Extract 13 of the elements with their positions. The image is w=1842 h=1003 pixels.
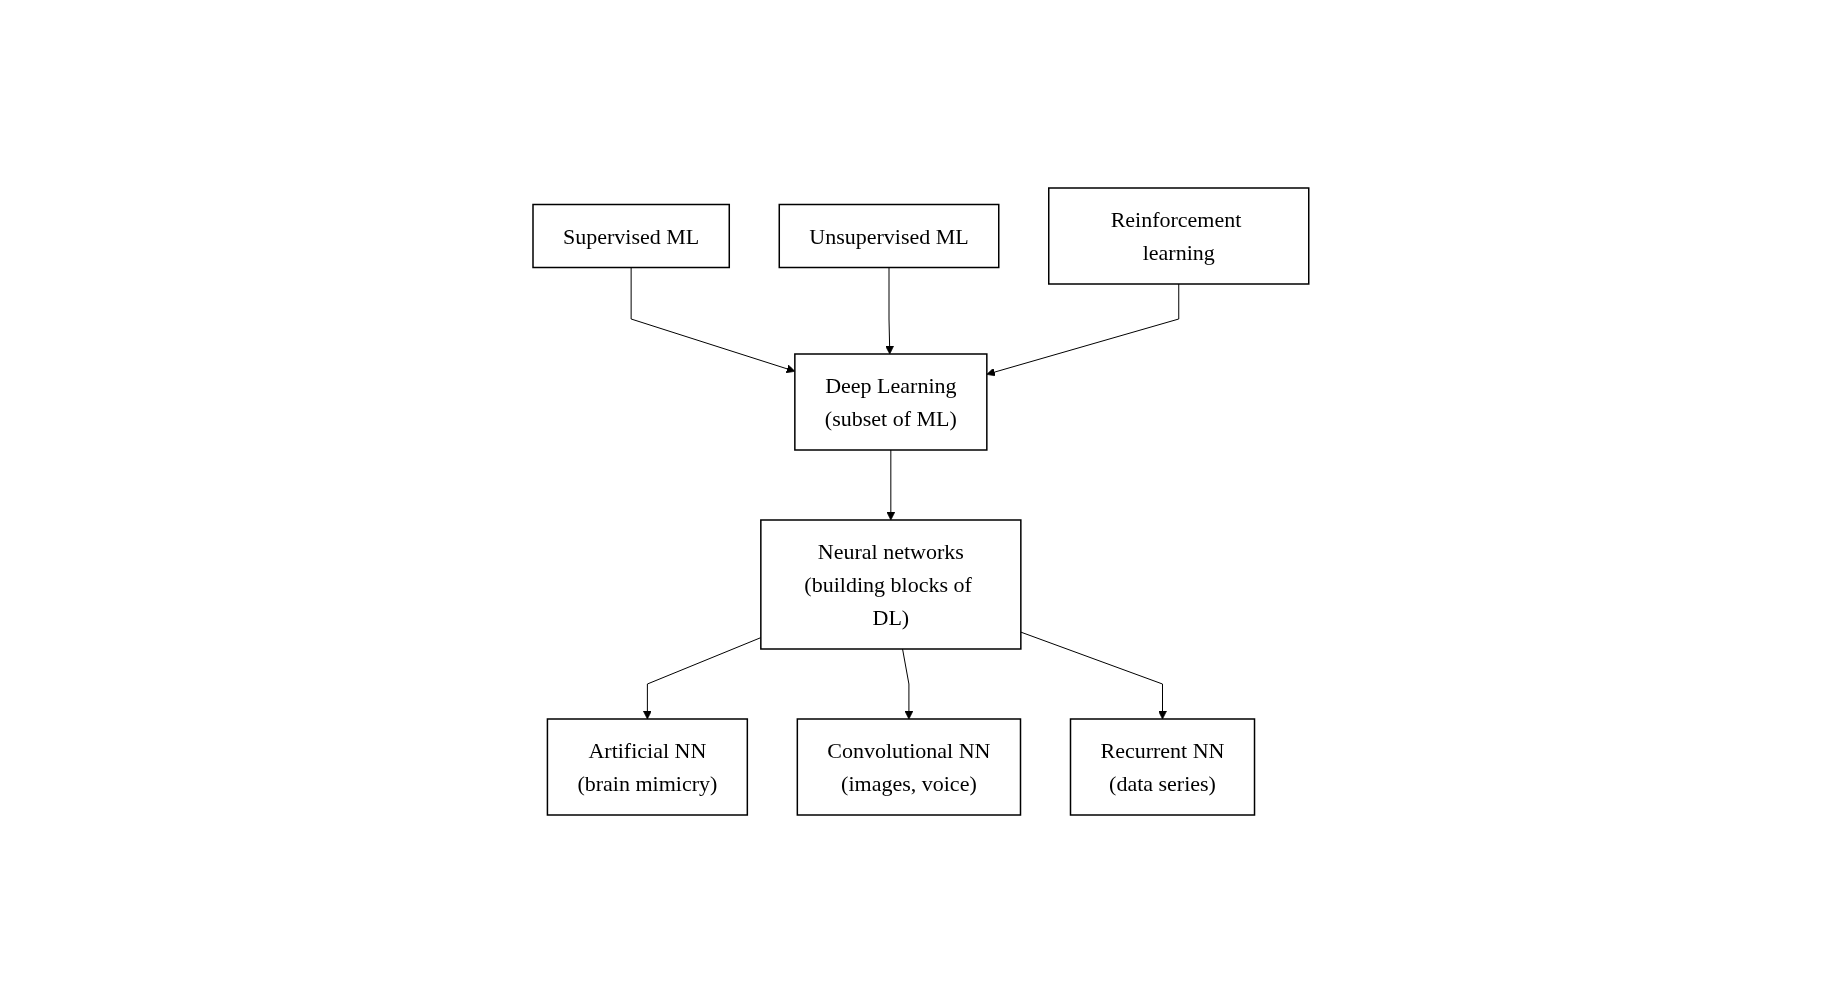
node-box: Recurrent NN (data series) xyxy=(1069,718,1256,816)
node-box: Artificial NN (brain mimicry) xyxy=(546,718,749,816)
node-box: Reinforcement learning xyxy=(1048,187,1310,285)
arrow xyxy=(885,267,895,355)
node-box: Supervised ML xyxy=(532,203,731,269)
arrow xyxy=(986,283,1180,377)
node-box: Convolutional NN (images, voice) xyxy=(796,718,1022,816)
arrow xyxy=(1020,631,1168,720)
node-box: Unsupervised ML xyxy=(778,203,1000,269)
arrow xyxy=(886,449,896,521)
node-box: Deep Learning (subset of ML) xyxy=(794,353,988,451)
arrow xyxy=(902,648,914,720)
node-box: Neural networks (building blocks of DL) xyxy=(760,519,1022,650)
